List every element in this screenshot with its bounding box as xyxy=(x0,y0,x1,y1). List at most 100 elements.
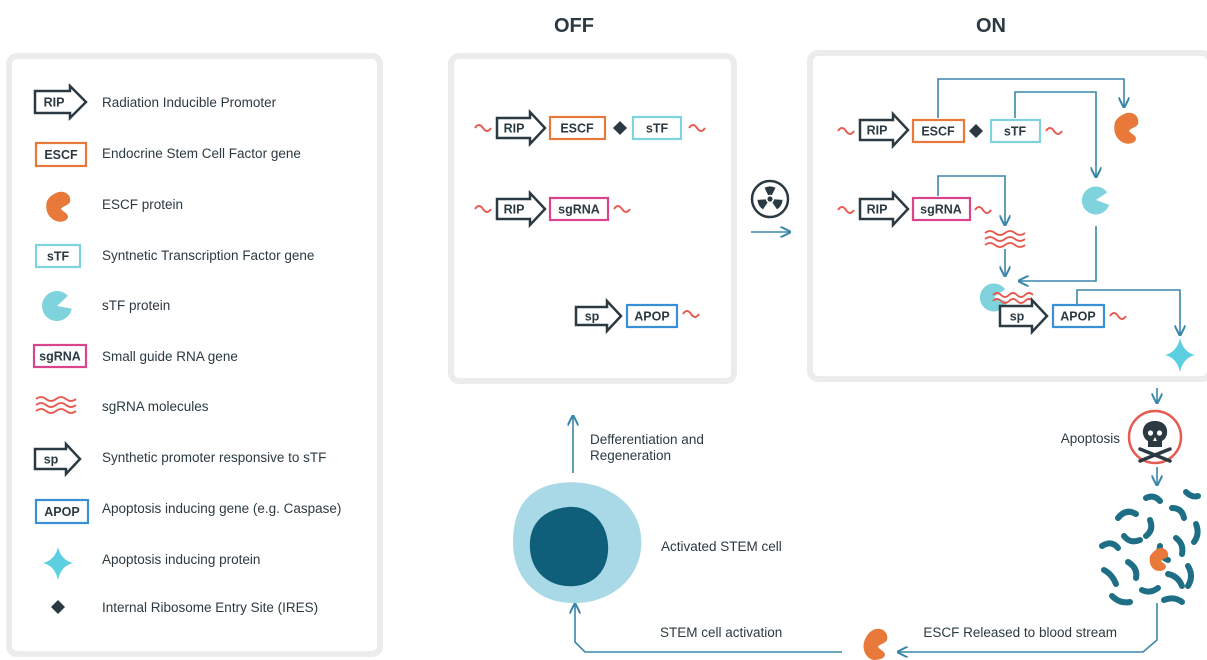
activated-cell-label: Activated STEM cell xyxy=(661,539,782,554)
rip-promoter xyxy=(858,189,910,229)
escf-gene xyxy=(911,118,966,144)
legend-sp-symbol: sp xyxy=(44,453,59,467)
legend-item-apoptosis-protein: Apoptosis inducing protein xyxy=(43,547,260,580)
sgrna-molecules-icon xyxy=(35,396,77,414)
legend-item-sgrna: sgRNA Small guide RNA gene xyxy=(32,343,238,369)
apop-expression-arrow xyxy=(1076,289,1180,334)
legend-escf-protein-label: ESCF protein xyxy=(102,197,183,212)
escf-protein-icon xyxy=(46,191,71,222)
dead-cell-debris xyxy=(1099,489,1201,606)
stf-protein-bound xyxy=(979,283,1008,312)
legend-item-stf-protein: sTF protein xyxy=(42,291,170,321)
sgrna-label: sgRNA xyxy=(920,203,962,217)
legend-item-sgrna-molecules: sgRNA molecules xyxy=(35,396,209,414)
legend-sp-label: Synthetic promoter responsive to sTF xyxy=(102,450,326,465)
escf-released-label: ESCF Released to blood stream xyxy=(923,625,1117,640)
ires-icon xyxy=(51,600,65,614)
rip-promoter xyxy=(495,108,547,148)
differentiation-line-2: Regeneration xyxy=(590,448,671,463)
ires-marker xyxy=(969,124,983,138)
mrna-tail xyxy=(974,206,992,214)
differentiation-label: Defferentiation and Regeneration xyxy=(590,432,708,463)
on-construct-3: sp APOP xyxy=(998,296,1127,336)
escf-protein-released xyxy=(1149,547,1169,571)
stem-activation-arrow xyxy=(575,605,842,653)
stf-label: sTF xyxy=(1004,125,1027,139)
sgrna-gene xyxy=(911,196,972,222)
sgrna-molecules xyxy=(984,230,1026,248)
escf-gene xyxy=(548,115,607,141)
legend-stf-label: Syntnetic Transcription Factor gene xyxy=(102,248,314,263)
legend-escf-symbol: ESCF xyxy=(44,148,78,162)
legend-apop-label: Apoptosis inducing gene (e.g. Caspase) xyxy=(102,501,341,516)
stem-activation-label: STEM cell activation xyxy=(660,625,782,640)
legend-item-sp: sp Synthetic promoter responsive to sTF xyxy=(33,440,326,478)
sp-promoter-icon xyxy=(33,440,82,478)
mrna-tail xyxy=(1109,312,1127,320)
stf-expression-arrow xyxy=(1014,91,1096,176)
rip-promoter xyxy=(495,189,547,229)
legend-item-escf-protein: ESCF protein xyxy=(46,191,183,222)
sp-label: sp xyxy=(585,310,600,324)
rip-label: RIP xyxy=(504,203,525,217)
legend-sgrna-symbol: sgRNA xyxy=(39,350,81,364)
legend-ires-label: Internal Ribosome Entry Site (IRES) xyxy=(102,600,318,615)
mrna-tail xyxy=(682,310,700,318)
off-construct-2: RIP sgRNA xyxy=(474,189,631,229)
differentiation-line-1: Defferentiation and xyxy=(590,432,704,447)
off-construct-1: RIP ESCF sTF xyxy=(474,108,706,148)
stf-gene-icon xyxy=(34,243,82,269)
mrna-tail xyxy=(474,205,492,213)
sp-label: sp xyxy=(1010,310,1025,324)
apop-label: APOP xyxy=(634,310,669,324)
mrna-tail xyxy=(1045,127,1063,135)
legend-escf-label: Endocrine Stem Cell Factor gene xyxy=(102,146,301,161)
legend-rip-label: Radiation Inducible Promoter xyxy=(102,95,277,110)
legend-sgrna-molecules-label: sgRNA molecules xyxy=(102,399,209,414)
apoptosis-label: Apoptosis xyxy=(1061,431,1121,446)
rip-promoter-icon xyxy=(33,82,88,122)
mrna-tail xyxy=(688,124,706,132)
on-construct-2: RIP sgRNA xyxy=(837,189,992,229)
on-construct-1: RIP ESCF sTF xyxy=(837,110,1063,150)
rip-label: RIP xyxy=(867,124,888,138)
stf-label: sTF xyxy=(646,122,669,136)
escf-protein xyxy=(1114,112,1139,144)
apop-gene xyxy=(625,303,679,329)
stf-gene xyxy=(989,118,1042,144)
off-panel xyxy=(448,53,737,384)
rip-label: RIP xyxy=(504,122,525,136)
radiation-icon xyxy=(750,179,790,219)
apop-label: APOP xyxy=(1060,310,1095,324)
on-panel xyxy=(807,50,1207,382)
sp-promoter xyxy=(574,297,623,335)
escf-protein-blood xyxy=(863,628,888,660)
sgrna-bound xyxy=(992,292,1034,304)
stf-protein-icon xyxy=(42,291,72,321)
legend-panel xyxy=(6,53,383,657)
header-off: OFF xyxy=(554,15,594,37)
escf-label: ESCF xyxy=(921,125,955,139)
off-construct-3: sp APOP xyxy=(574,297,700,335)
rip-promoter xyxy=(858,110,910,150)
sp-promoter xyxy=(998,296,1049,336)
legend-item-stf: sTF Syntnetic Transcription Factor gene xyxy=(34,243,314,269)
stf-binding-arrow xyxy=(1020,226,1097,281)
stem-cell-nucleus xyxy=(529,506,609,587)
skull-crossbones-icon xyxy=(1127,409,1183,465)
escf-expression-arrow xyxy=(937,78,1124,118)
legend-stf-protein-label: sTF protein xyxy=(102,298,170,313)
mrna-tail xyxy=(837,127,855,135)
sgrna-gene-icon xyxy=(32,343,88,369)
header-on: ON xyxy=(976,15,1006,37)
apop-gene xyxy=(1051,303,1106,329)
legend-apoptosis-protein-label: Apoptosis inducing protein xyxy=(102,552,260,567)
mrna-tail xyxy=(613,205,631,213)
legend-item-apop: APOP Apoptosis inducing gene (e.g. Caspa… xyxy=(34,498,341,525)
legend-item-escf: ESCF Endocrine Stem Cell Factor gene xyxy=(34,141,301,168)
legend-sgrna-label: Small guide RNA gene xyxy=(102,349,238,364)
apoptosis-protein xyxy=(1165,338,1195,372)
rip-label: RIP xyxy=(867,203,888,217)
stf-protein xyxy=(1081,186,1110,215)
